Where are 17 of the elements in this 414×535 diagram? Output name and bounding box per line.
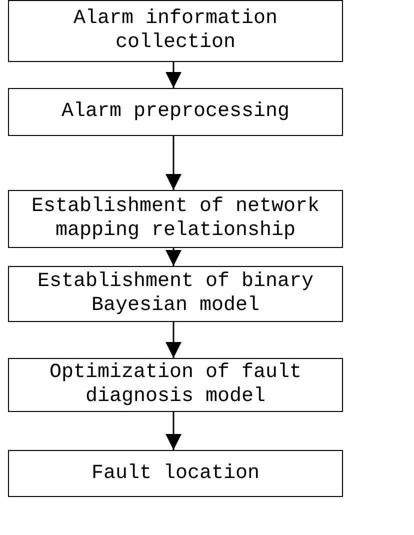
- step-label: Optimization of fault diagnosis model: [48, 361, 303, 409]
- arrow: [166, 248, 182, 266]
- process-box: [8, 190, 343, 248]
- process-box: [8, 0, 343, 62]
- step-label: Establishment of network mapping relationship: [30, 195, 321, 243]
- process-box: [8, 450, 343, 497]
- arrow: [166, 322, 182, 358]
- process-box: [8, 88, 343, 136]
- step-label: Alarm preprocessing: [61, 100, 290, 124]
- arrow: [166, 62, 182, 88]
- step-label: Alarm information collection: [72, 7, 279, 55]
- arrow: [166, 136, 182, 190]
- step-label: Establishment of binary Bayesian model: [36, 270, 315, 318]
- process-box: [8, 358, 343, 412]
- arrow: [166, 412, 182, 450]
- process-box: [8, 266, 343, 322]
- step-label: Fault location: [91, 462, 260, 486]
